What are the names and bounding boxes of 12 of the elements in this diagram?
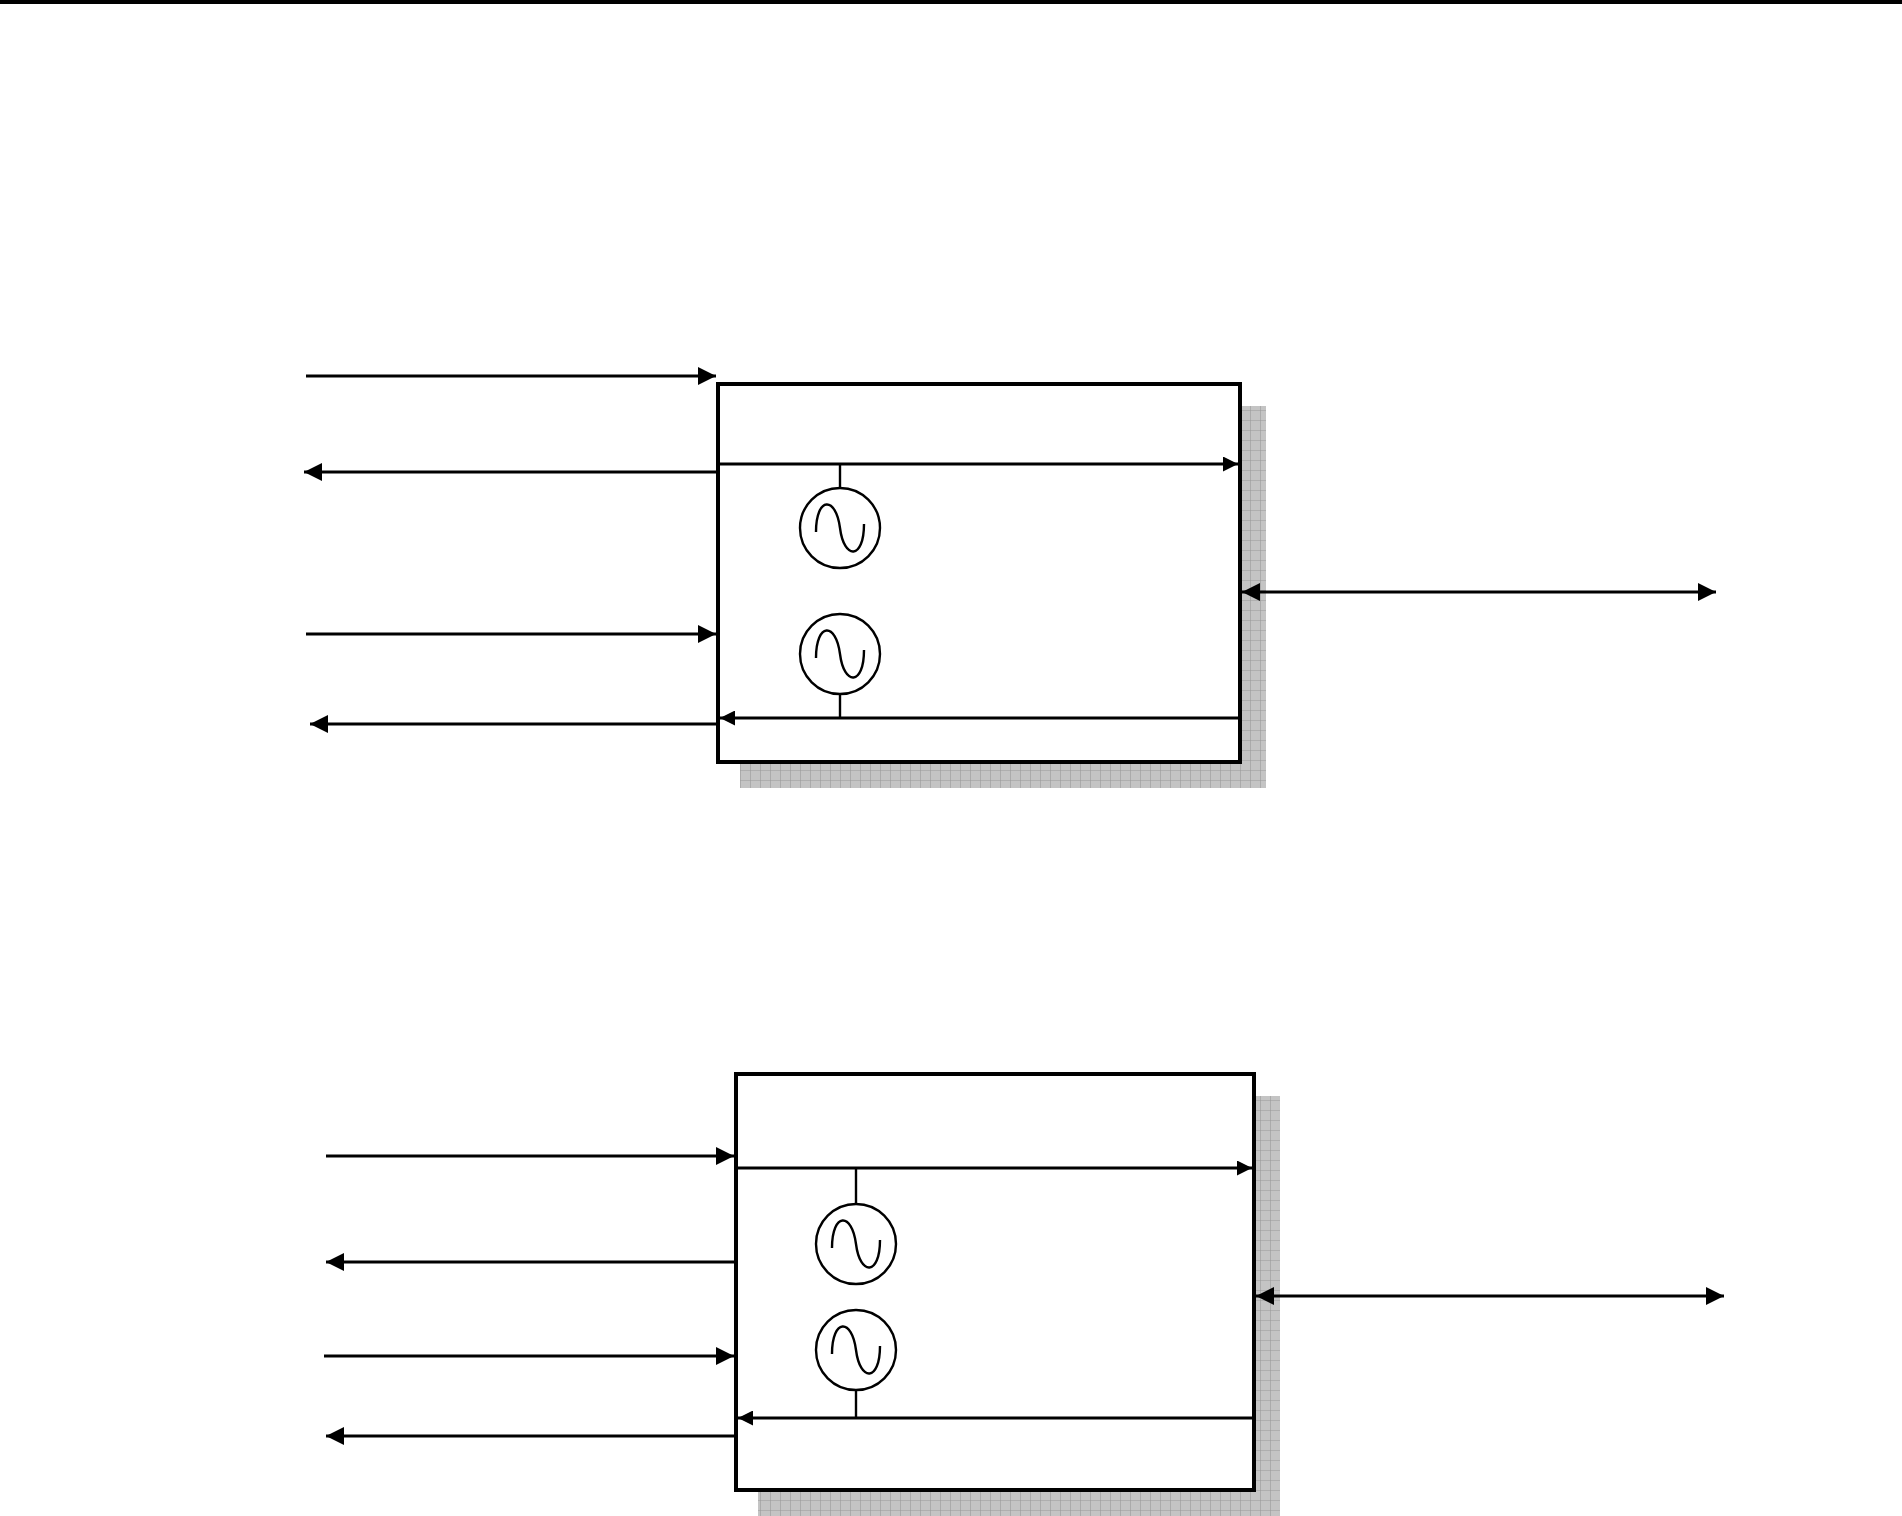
arrow — [326, 1147, 734, 1165]
arrow — [326, 1253, 734, 1271]
block-box — [716, 382, 1242, 764]
arrow — [324, 1347, 734, 1365]
block-box — [734, 1072, 1256, 1492]
arrow — [326, 1427, 734, 1445]
arrow — [310, 715, 716, 733]
arrow — [1256, 1287, 1724, 1305]
arrow — [1242, 583, 1716, 601]
arrow — [306, 625, 716, 643]
arrow — [306, 367, 716, 385]
arrow — [304, 463, 716, 481]
